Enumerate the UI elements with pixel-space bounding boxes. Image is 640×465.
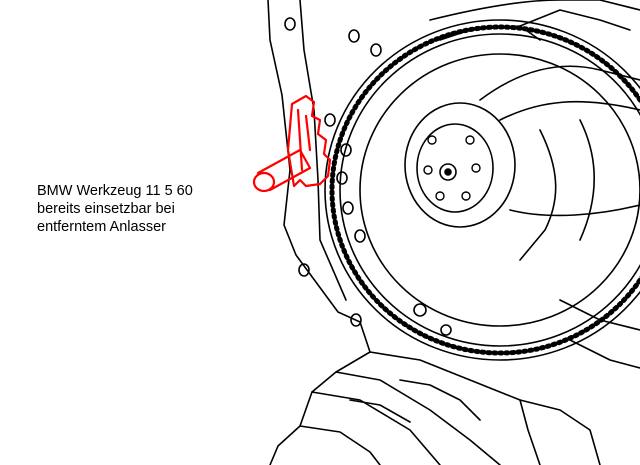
caption-line-3: entferntem Anlasser: [37, 219, 166, 235]
housing-inner-edge: [299, 0, 347, 301]
flywheel-face: [359, 53, 640, 327]
caption-line-2: bereits einsetzbar bei: [37, 201, 175, 217]
hub-bolt-holes: [423, 135, 481, 201]
flywheel-holes: [284, 17, 452, 336]
hub-inner: [416, 123, 494, 213]
flywheel-ring-inner: [339, 33, 640, 347]
crankshaft: [479, 65, 640, 101]
hub-outer: [404, 102, 516, 228]
engine-housing-outline: [267, 0, 371, 465]
caption-line-1: BMW Werkzeug 11 5 60: [37, 183, 193, 199]
flywheel-ring-outer: [324, 19, 640, 361]
hub-center: [439, 163, 457, 181]
lower-block: [335, 371, 501, 465]
locking-tool-highlight: [252, 94, 332, 193]
tool-caption: BMW Werkzeug 11 5 60 bereits einsetzbar …: [37, 182, 193, 236]
